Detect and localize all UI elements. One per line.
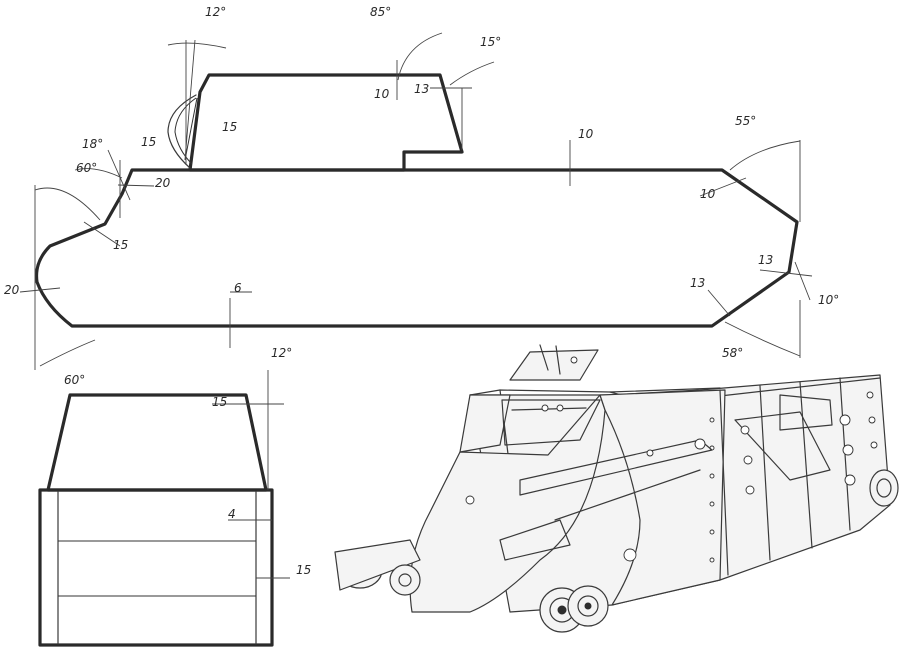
- label-turret-rear-thickness-b: 13: [414, 82, 429, 96]
- label-hull-side-inner-thickness: 4: [228, 507, 236, 521]
- label-rear-lower-angle: 58°: [722, 346, 743, 360]
- label-front-glacis-angle-a: 18°: [82, 137, 103, 151]
- label-hull-side-outer-thickness: 15: [296, 563, 311, 577]
- label-rear-mid-thickness: 13: [758, 253, 773, 267]
- label-front-glacis-angle-b: 60°: [76, 161, 97, 175]
- label-rear-upper-thickness: 10: [700, 187, 716, 201]
- label-rear-lower-thickness: 13: [690, 276, 705, 290]
- front-side-plate: [599, 389, 726, 606]
- label-mantlet-thickness-a: 15: [141, 135, 156, 149]
- hull-section-outline: [38, 488, 274, 647]
- label-turret-side-thickness: 15: [212, 395, 227, 409]
- label-rear-upper-angle: 55°: [735, 114, 756, 128]
- cross-section: [38, 370, 290, 647]
- label-mantlet-thickness-b: 15: [222, 120, 237, 134]
- front-wheel: [539, 585, 609, 633]
- label-front-lower-angle: 60°: [64, 373, 85, 387]
- label-turret-side-angle: 12°: [271, 346, 292, 360]
- hull-outline: [34, 168, 799, 328]
- turret-outline: [188, 73, 464, 172]
- label-roof-thickness: 10: [578, 127, 594, 141]
- label-nose-thickness: 20: [4, 283, 20, 297]
- hull-side-profile: [34, 73, 799, 328]
- mantlet-dome: [167, 94, 197, 169]
- rivet-rows: [709, 391, 878, 563]
- label-turret-rear-thickness-a: 10: [374, 87, 390, 101]
- dimension-labels: 12° 85° 15° 10 13 15 15 10 55° 10 13 10°…: [4, 5, 839, 577]
- label-turret-rear-slope-angle: 15°: [480, 35, 501, 49]
- front-wall: [459, 394, 511, 453]
- label-turret-front-angle: 12°: [205, 5, 226, 19]
- side-dimension-lines: [19, 32, 813, 370]
- label-turret-rear-angle: 85°: [370, 5, 391, 19]
- hatch-cover: [509, 349, 599, 381]
- rear-right-wheel: [869, 469, 899, 507]
- label-rear-mid-angle: 10°: [818, 293, 839, 307]
- vehicle-perspective-sketch: [334, 344, 899, 633]
- idler-wheel: [334, 539, 421, 596]
- turret-section-outline: [46, 393, 268, 492]
- label-front-top-thickness: 20: [155, 176, 171, 190]
- label-front-glacis-thickness: 15: [113, 238, 128, 252]
- label-belly-thickness: 6: [234, 281, 242, 295]
